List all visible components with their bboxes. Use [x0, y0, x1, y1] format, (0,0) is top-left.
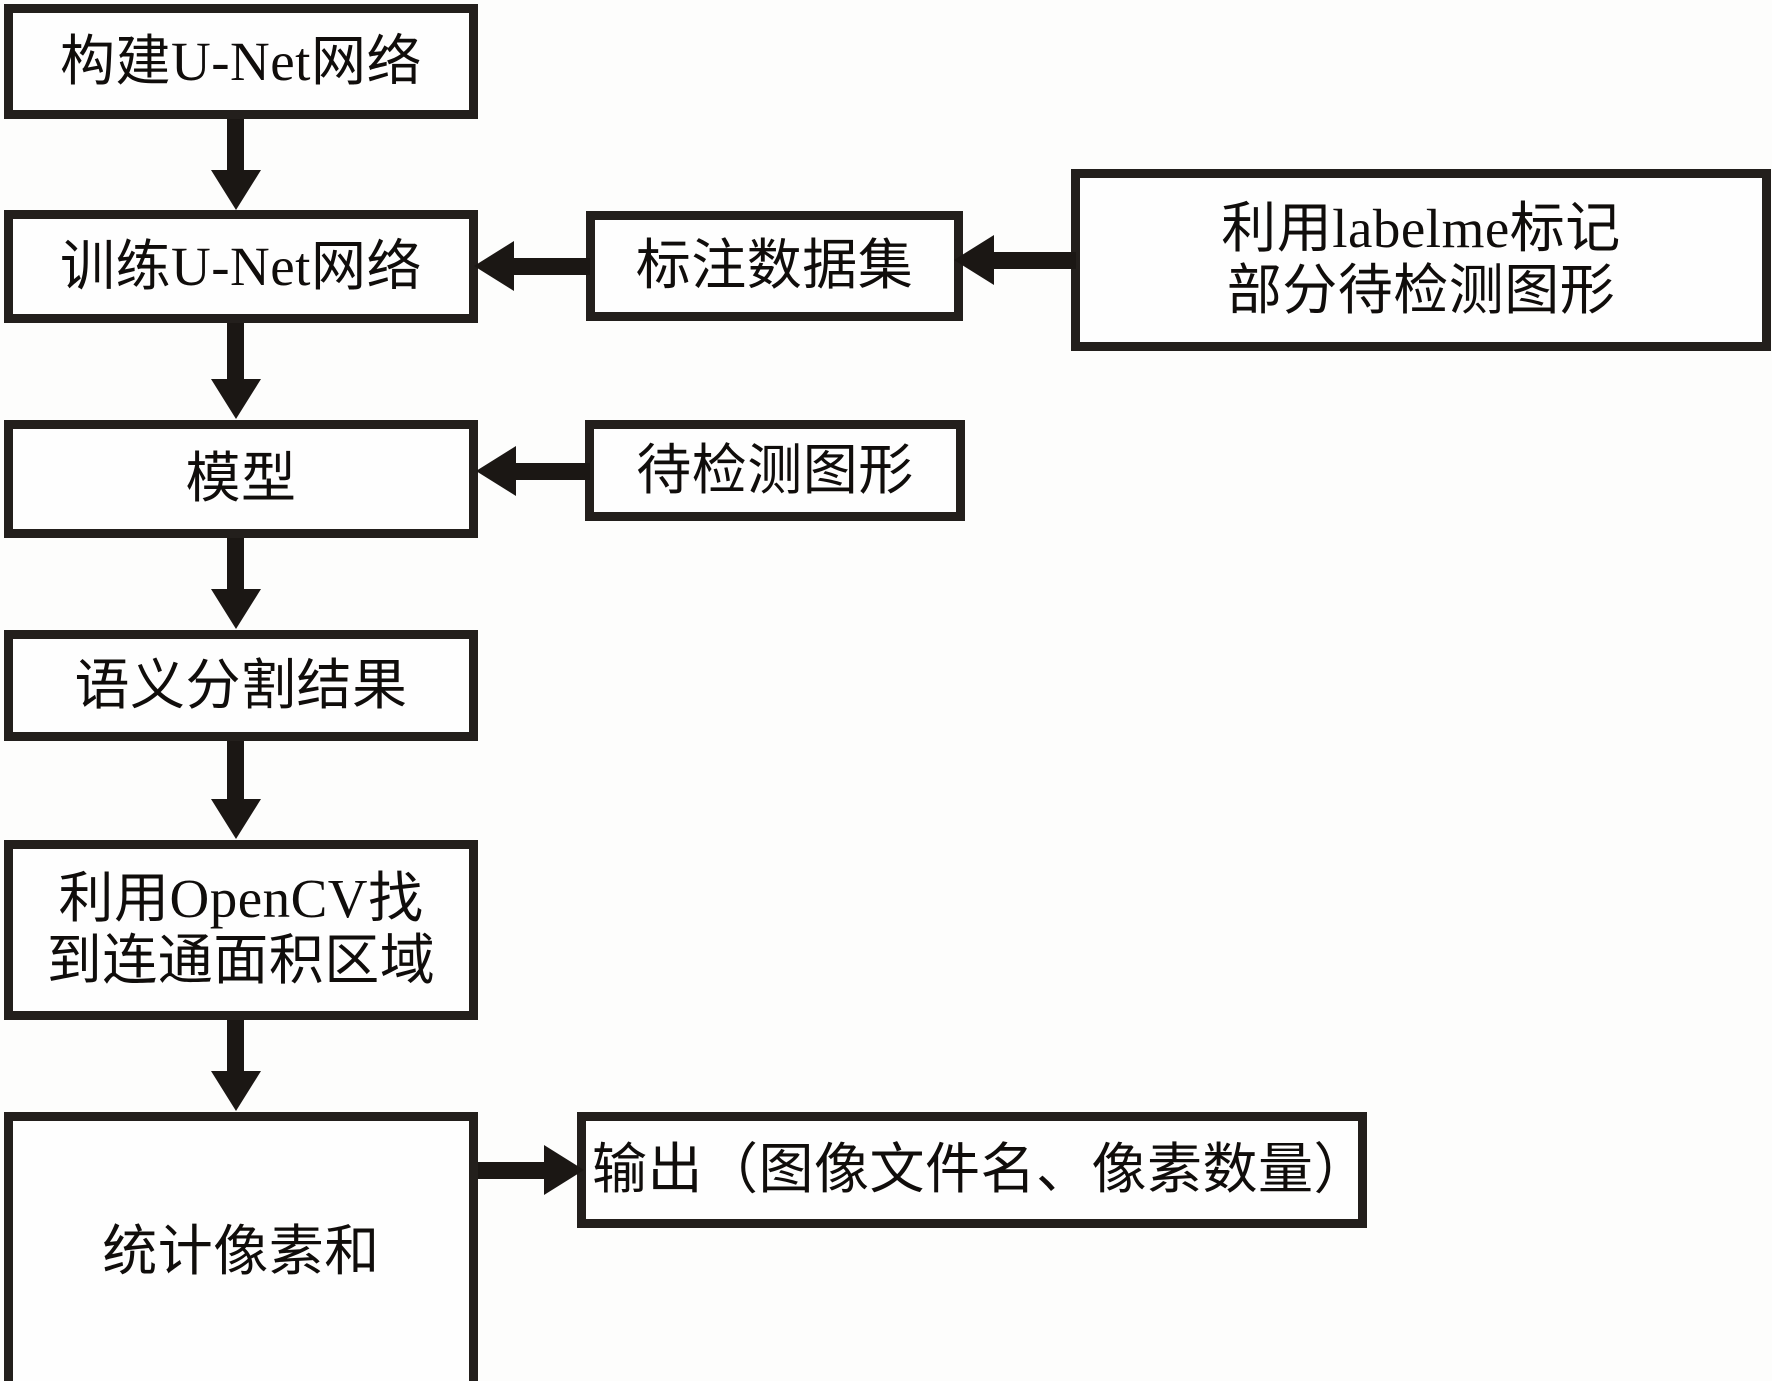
arrowhead-left-icon — [476, 446, 516, 496]
arrow-shaft — [512, 463, 590, 480]
arrowhead-down-icon — [211, 799, 261, 839]
arrow-shaft — [227, 119, 244, 174]
arrow-shaft — [990, 252, 1076, 269]
node-build-unet[interactable]: 构建U-Net网络 — [4, 4, 478, 119]
node-annotated-dataset[interactable]: 标注数据集 — [586, 211, 963, 321]
node-output[interactable]: 输出（图像文件名、像素数量） — [577, 1112, 1370, 1228]
arrowhead-left-icon — [474, 241, 514, 291]
node-output-label: 输出（图像文件名、像素数量） — [592, 1139, 1370, 1201]
arrow-shaft — [510, 258, 590, 275]
node-segmentation-result-label: 语义分割结果 — [74, 654, 408, 716]
node-annotated-dataset-label: 标注数据集 — [635, 235, 914, 297]
node-detect-image-label: 待检测图形 — [636, 439, 914, 501]
arrow-shaft — [227, 538, 244, 593]
arrowhead-down-icon — [211, 589, 261, 629]
node-model[interactable]: 模型 — [4, 420, 478, 538]
node-opencv-connected-area-label: 利用OpenCV找 到连通面积区域 — [46, 868, 436, 991]
arrow-shaft — [227, 741, 244, 803]
arrow-shaft — [478, 1162, 550, 1179]
node-opencv-connected-area[interactable]: 利用OpenCV找 到连通面积区域 — [4, 840, 478, 1020]
node-pixel-sum-label: 统计像素和 — [102, 1221, 380, 1283]
node-labelme-marking[interactable]: 利用labelme标记 部分待检测图形 — [1071, 169, 1771, 351]
arrow-shaft — [227, 323, 244, 381]
arrowhead-down-icon — [211, 170, 261, 210]
arrowhead-down-icon — [211, 1071, 261, 1111]
node-train-unet[interactable]: 训练U-Net网络 — [4, 210, 478, 323]
arrowhead-down-icon — [211, 379, 261, 419]
node-detect-image[interactable]: 待检测图形 — [585, 420, 965, 521]
arrow-shaft — [227, 1020, 244, 1075]
node-pixel-sum[interactable]: 统计像素和 — [4, 1112, 478, 1381]
arrowhead-right-icon — [544, 1145, 584, 1195]
node-build-unet-label: 构建U-Net网络 — [60, 30, 422, 92]
node-model-label: 模型 — [185, 448, 297, 510]
node-segmentation-result[interactable]: 语义分割结果 — [4, 630, 478, 741]
node-labelme-marking-label: 利用labelme标记 部分待检测图形 — [1221, 198, 1621, 321]
arrowhead-left-icon — [954, 235, 994, 285]
node-train-unet-label: 训练U-Net网络 — [60, 235, 422, 297]
